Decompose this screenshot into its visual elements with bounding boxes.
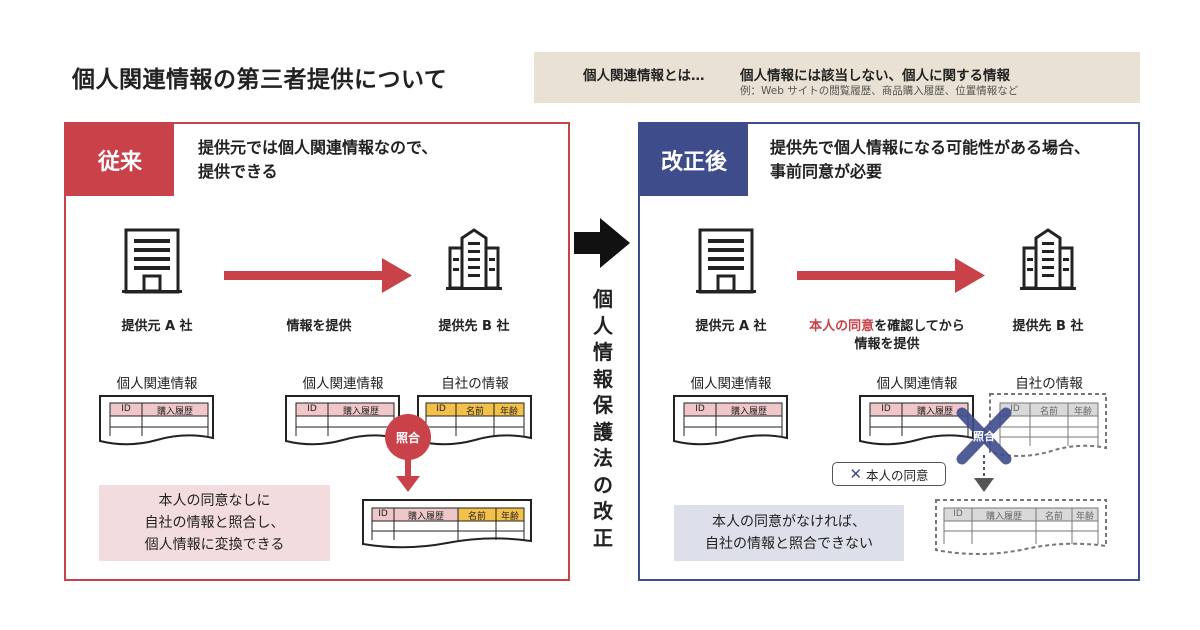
merged-personal-info-table <box>362 499 532 549</box>
header-name: 名前 <box>1039 407 1058 417</box>
personal-related-info-table <box>285 395 400 446</box>
header-purchase: 購入履歴 <box>156 407 193 417</box>
before-note-line: 個人情報に変換できる <box>144 537 285 553</box>
header-purchase: 購入履歴 <box>985 512 1022 522</box>
definition-term: 個人関連情報とは… <box>583 68 705 84</box>
transition-arrow-icon <box>574 218 630 268</box>
before-note: 本人の同意なしに 自社の情報と照合し、 個人情報に変換できる <box>99 485 330 561</box>
header-name: 名前 <box>467 512 486 522</box>
blocked-cross-icon <box>956 407 1012 465</box>
definition-box <box>534 52 1140 103</box>
vertical-char: 個 <box>593 287 613 311</box>
header-age: 年齢 <box>500 512 519 522</box>
recipient-building-icon <box>444 228 504 292</box>
header-id: ID <box>695 404 705 414</box>
consent-badge: ✕本人の同意 <box>832 462 946 486</box>
vertical-char: 情 <box>593 340 613 364</box>
header-name: 名前 <box>465 407 484 417</box>
after-table1-title: 個人関連情報 <box>690 376 772 392</box>
header-purchase: 購入履歴 <box>342 407 379 417</box>
before-tag: 従来 <box>66 124 174 196</box>
header-id: ID <box>881 404 891 414</box>
personal-related-info-table <box>673 395 788 446</box>
after-action-label-2: 情報を提供 <box>854 337 920 352</box>
after-provider-label: 提供元 A 社 <box>695 319 767 334</box>
flow-arrow-icon <box>224 258 412 293</box>
before-panel <box>64 122 570 581</box>
vertical-char: の <box>593 472 613 497</box>
consent-badge-label: 本人の同意 <box>866 467 929 483</box>
header-id: ID <box>1010 404 1020 414</box>
recipient-building-icon <box>1018 228 1078 292</box>
after-headline-2: 事前同意が必要 <box>770 162 883 181</box>
own-company-info-table <box>417 395 532 446</box>
consent-highlight: 本人の同意 <box>809 319 875 334</box>
flow-arrow-icon <box>797 258 985 293</box>
header-id: ID <box>378 509 388 519</box>
personal-related-info-table <box>859 395 974 446</box>
after-table2-title: 個人関連情報 <box>876 376 958 392</box>
before-note-line: 自社の情報と照合し、 <box>144 515 285 531</box>
vertical-char: 正 <box>593 525 613 550</box>
header-purchase: 購入履歴 <box>730 407 767 417</box>
personal-related-info-table <box>99 395 214 446</box>
after-panel <box>638 122 1140 581</box>
header-purchase: 購入履歴 <box>916 407 953 417</box>
header-id: ID <box>307 404 317 414</box>
after-action-label: 本人の同意を確認してから <box>776 315 998 334</box>
header-age: 年齢 <box>1073 407 1092 417</box>
before-table1-title: 個人関連情報 <box>116 376 198 392</box>
page-title: 個人関連情報の第三者提供について <box>72 67 448 93</box>
blocked-match-label: 照合 <box>973 430 995 443</box>
vertical-char: 報 <box>593 366 613 391</box>
before-recipient-label: 提供先 B 社 <box>438 319 510 334</box>
before-provider-label: 提供元 A 社 <box>121 319 193 334</box>
header-id: ID <box>121 404 131 414</box>
header-id: ID <box>436 404 446 414</box>
dashed-down-arrow-icon <box>974 455 994 492</box>
before-table2-title: 個人関連情報 <box>302 376 384 392</box>
after-note-line: 本人の同意がなければ、 <box>712 514 866 530</box>
vertical-char: 法 <box>593 446 613 470</box>
vertical-char: 人 <box>593 313 613 338</box>
before-table3-title: 自社の情報 <box>441 376 509 392</box>
after-recipient-label: 提供先 B 社 <box>1012 319 1084 334</box>
law-revision-vertical-title: 個 人 情 報 保 護 法 の 改 正 <box>588 286 618 551</box>
provider-building-icon <box>120 228 184 295</box>
after-note: 本人の同意がなければ、 自社の情報と照合できない <box>674 505 904 561</box>
after-table3-title: 自社の情報 <box>1015 376 1083 392</box>
blocked-merged-table <box>935 499 1107 555</box>
after-headline-1: 提供先で個人情報になる可能性がある場合、 <box>770 138 1091 157</box>
definition-description: 個人情報には該当しない、個人に関する情報 <box>740 68 1010 84</box>
header-id: ID <box>953 509 963 519</box>
before-note-line: 本人の同意なしに <box>158 493 271 509</box>
before-headline-1: 提供元では個人関連情報なので、 <box>198 138 438 157</box>
header-age: 年齢 <box>1075 512 1094 522</box>
vertical-char: 改 <box>593 499 613 523</box>
after-tag: 改正後 <box>640 124 748 196</box>
after-note-line: 自社の情報と照合できない <box>705 536 873 552</box>
header-age: 年齢 <box>499 407 518 417</box>
before-action-label: 情報を提供 <box>286 319 352 334</box>
vertical-char: 護 <box>593 419 613 444</box>
header-name: 名前 <box>1044 512 1063 522</box>
action-rest: を確認してから <box>874 319 965 334</box>
header-purchase: 購入履歴 <box>407 512 444 522</box>
cross-icon: ✕ <box>849 465 863 483</box>
definition-example: 例：Web サイトの閲覧履歴、商品購入履歴、位置情報など <box>740 85 1019 97</box>
match-seal: 照合 <box>385 414 431 460</box>
vertical-char: 保 <box>593 393 613 417</box>
provider-building-icon <box>694 228 758 295</box>
before-headline-2: 提供できる <box>198 162 278 181</box>
down-arrow-icon <box>396 456 420 492</box>
